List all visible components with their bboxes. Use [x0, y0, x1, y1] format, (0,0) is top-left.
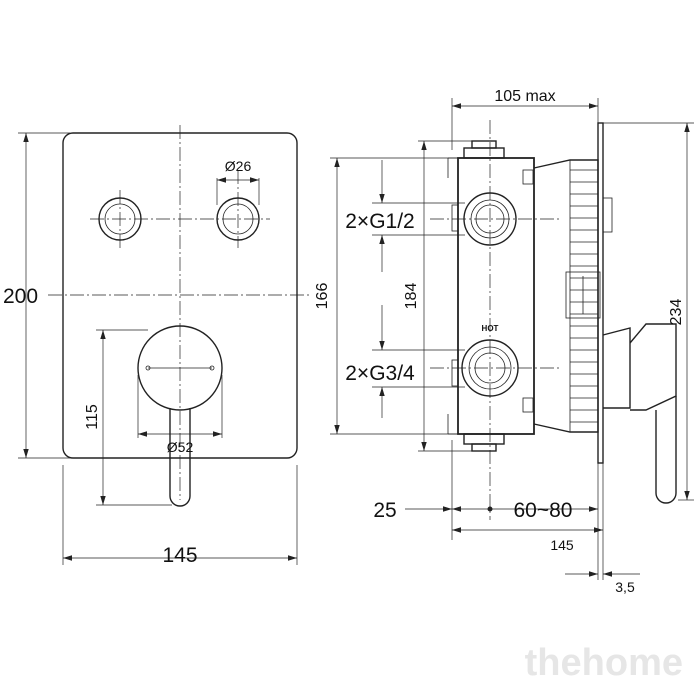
wall-plate [597, 122, 604, 464]
outlet-thread-label: 2×G1/2 [345, 210, 414, 233]
plate-stud [602, 197, 613, 233]
height-184-label: 184 [403, 283, 420, 310]
handle-diameter-label: Ø52 [167, 439, 194, 455]
left-knob [98, 197, 142, 241]
watermark: thehome [525, 642, 683, 684]
side-bolts [451, 169, 534, 413]
bottom-cap [463, 433, 505, 452]
wall-depth-label: 60~80 [514, 499, 573, 522]
valve-body [457, 157, 535, 435]
side-width-145-label: 145 [550, 537, 574, 553]
offset-25-label: 25 [373, 499, 396, 522]
side-view: HOT [314, 88, 694, 595]
depth-105-label: 105 max [494, 88, 555, 105]
right-knob [216, 197, 260, 241]
height-200-label: 200 [3, 285, 38, 308]
threaded-sleeve [533, 159, 601, 433]
thread-lines [570, 169, 598, 423]
height-166-label: 166 [314, 283, 331, 310]
height-234-label: 234 [668, 299, 685, 326]
mixer-handle [137, 325, 223, 507]
side-handle [602, 323, 677, 504]
plate-thickness-label: 3,5 [615, 579, 635, 595]
front-view: Ø26 115 Ø52 200 145 [3, 125, 310, 567]
handle-offset-label: 115 [84, 404, 101, 430]
knob-diameter-label: Ø26 [225, 158, 252, 174]
top-cap [463, 140, 505, 159]
width-145-label: 145 [162, 544, 197, 567]
inlet-thread-label: 2×G3/4 [345, 362, 415, 385]
